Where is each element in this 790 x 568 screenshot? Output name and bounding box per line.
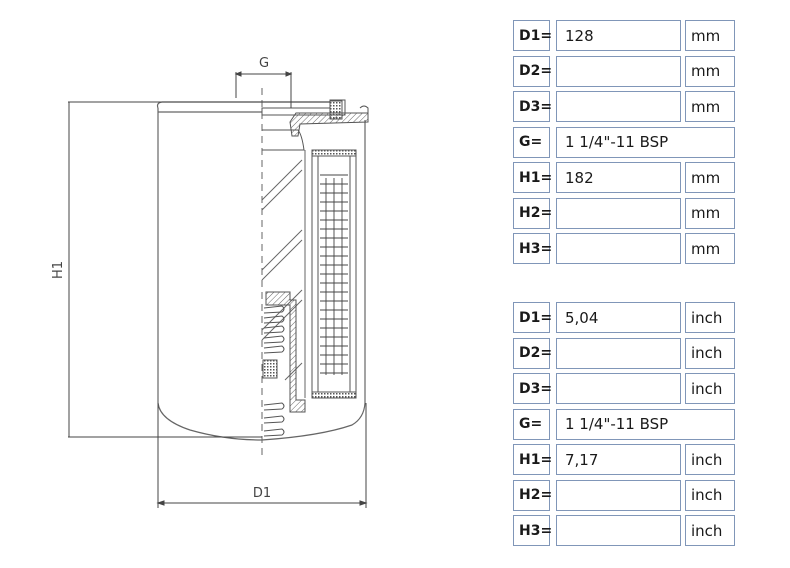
dimension-label: H2= bbox=[513, 479, 552, 511]
spring-coil bbox=[263, 415, 285, 424]
dimension-value bbox=[556, 197, 681, 229]
spring-coil bbox=[263, 402, 285, 411]
spring-coil bbox=[263, 345, 285, 354]
dimension-value bbox=[556, 373, 681, 404]
dimension-value bbox=[556, 479, 681, 511]
spring-coil bbox=[263, 305, 285, 314]
dimension-unit: inch bbox=[685, 302, 735, 333]
dimension-unit: inch bbox=[685, 515, 735, 546]
spring-coil bbox=[263, 325, 285, 334]
dimension-label: H3= bbox=[513, 515, 552, 546]
spring-coil bbox=[263, 335, 285, 344]
dimension-unit: mm bbox=[685, 162, 735, 193]
dimension-unit: mm bbox=[685, 20, 735, 51]
dimension-d1 bbox=[156, 403, 368, 508]
dimension-unit: mm bbox=[685, 91, 735, 122]
dimension-g bbox=[234, 71, 293, 108]
dimension-label: H1= bbox=[513, 162, 552, 193]
dimension-label: D2= bbox=[513, 337, 552, 369]
dimension-label: D3= bbox=[513, 91, 552, 122]
dimension-label: H3= bbox=[513, 233, 552, 264]
dimension-g-label: G bbox=[259, 56, 269, 71]
dimension-label: D3= bbox=[513, 373, 552, 404]
dimension-value bbox=[556, 233, 681, 264]
dimension-d1-label: D1 bbox=[253, 486, 271, 501]
dimension-label: D1= bbox=[513, 302, 552, 333]
dimension-unit: mm bbox=[685, 55, 735, 87]
dimension-unit: inch bbox=[685, 444, 735, 475]
dimension-value: 1 1/4"-11 BSP bbox=[556, 408, 735, 440]
dimension-value bbox=[556, 515, 681, 546]
dimension-unit: inch bbox=[685, 373, 735, 404]
dimension-label: H1= bbox=[513, 444, 552, 475]
dimension-unit: mm bbox=[685, 233, 735, 264]
dimension-value: 7,17 bbox=[556, 444, 681, 475]
dimension-value: 128 bbox=[556, 20, 681, 51]
dimension-label: H2= bbox=[513, 197, 552, 229]
dimension-unit: inch bbox=[685, 479, 735, 511]
top-seal-assembly bbox=[261, 99, 369, 151]
dimension-h1 bbox=[68, 101, 330, 438]
filter-element bbox=[311, 149, 357, 399]
dimension-h1-label: H1 bbox=[51, 261, 66, 279]
dimension-unit: mm bbox=[685, 197, 735, 229]
dimension-value bbox=[556, 91, 681, 122]
dimension-label: G= bbox=[513, 126, 550, 158]
dimension-unit: inch bbox=[685, 337, 735, 369]
dimension-value: 182 bbox=[556, 162, 681, 193]
bypass-valve bbox=[262, 291, 306, 437]
dimension-label: G= bbox=[513, 408, 550, 440]
dimension-label: D1= bbox=[513, 20, 552, 51]
dimension-value bbox=[556, 55, 681, 87]
dimension-value bbox=[556, 337, 681, 369]
spring-coil bbox=[263, 428, 285, 437]
spring-coil bbox=[263, 315, 285, 324]
filter-technical-drawing: G H1 D1 bbox=[51, 56, 369, 508]
dimension-value: 1 1/4"-11 BSP bbox=[556, 126, 735, 158]
dimension-label: D2= bbox=[513, 55, 552, 87]
dimension-value: 5,04 bbox=[556, 302, 681, 333]
center-tube bbox=[261, 150, 306, 398]
